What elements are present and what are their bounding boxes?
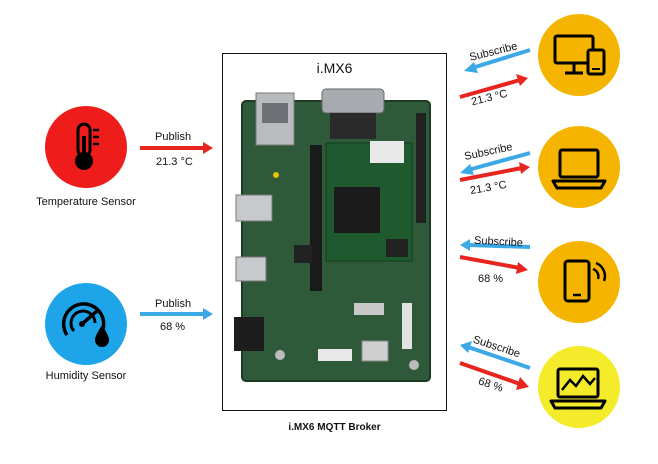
humidity-sensor-circle xyxy=(45,283,127,365)
laptop-icon xyxy=(551,148,607,190)
subscriber-smartphone-circle xyxy=(538,241,620,323)
smartphone-icon xyxy=(563,259,607,303)
subscriber-4-subscribe-label: Subscribe xyxy=(471,333,522,361)
broker-box: i.MX6 xyxy=(222,53,447,411)
temperature-publish-value: 21.3 °C xyxy=(156,156,193,168)
subscriber-3-subscribe-label: Subscribe xyxy=(473,234,524,250)
subscriber-2-subscribe-label: Subscribe xyxy=(463,141,514,163)
subscriber-4-value: 68 % xyxy=(476,375,505,395)
subscriber-laptop-chart-circle xyxy=(538,346,620,428)
humidity-publish-label: Publish xyxy=(155,298,192,310)
broker-caption: i.MX6 MQTT Broker xyxy=(288,422,381,433)
subscriber-1-value: 21.3 °C xyxy=(470,87,509,109)
desktop-computer-icon xyxy=(553,34,606,76)
broker-title: i.MX6 xyxy=(316,60,353,76)
subscriber-3-value: 68 % xyxy=(478,273,504,285)
humidity-publish-value: 68 % xyxy=(160,321,186,333)
subscriber-laptop-circle xyxy=(538,126,620,208)
subscriber-2-value: 21.3 °C xyxy=(469,178,508,198)
imx6-board-image xyxy=(234,88,431,382)
temperature-sensor-label: Temperature Sensor xyxy=(36,196,136,208)
subscriber-1-subscribe-label: Subscribe xyxy=(468,40,519,64)
temperature-sensor-circle xyxy=(45,106,127,188)
humidity-sensor-label: Humidity Sensor xyxy=(45,370,127,382)
laptop-chart-icon xyxy=(549,367,607,410)
subscriber-desktop-circle xyxy=(538,14,620,96)
thermometer-icon xyxy=(75,122,99,170)
humidity-gauge-icon xyxy=(61,302,109,347)
temperature-publish-label: Publish xyxy=(155,131,192,143)
